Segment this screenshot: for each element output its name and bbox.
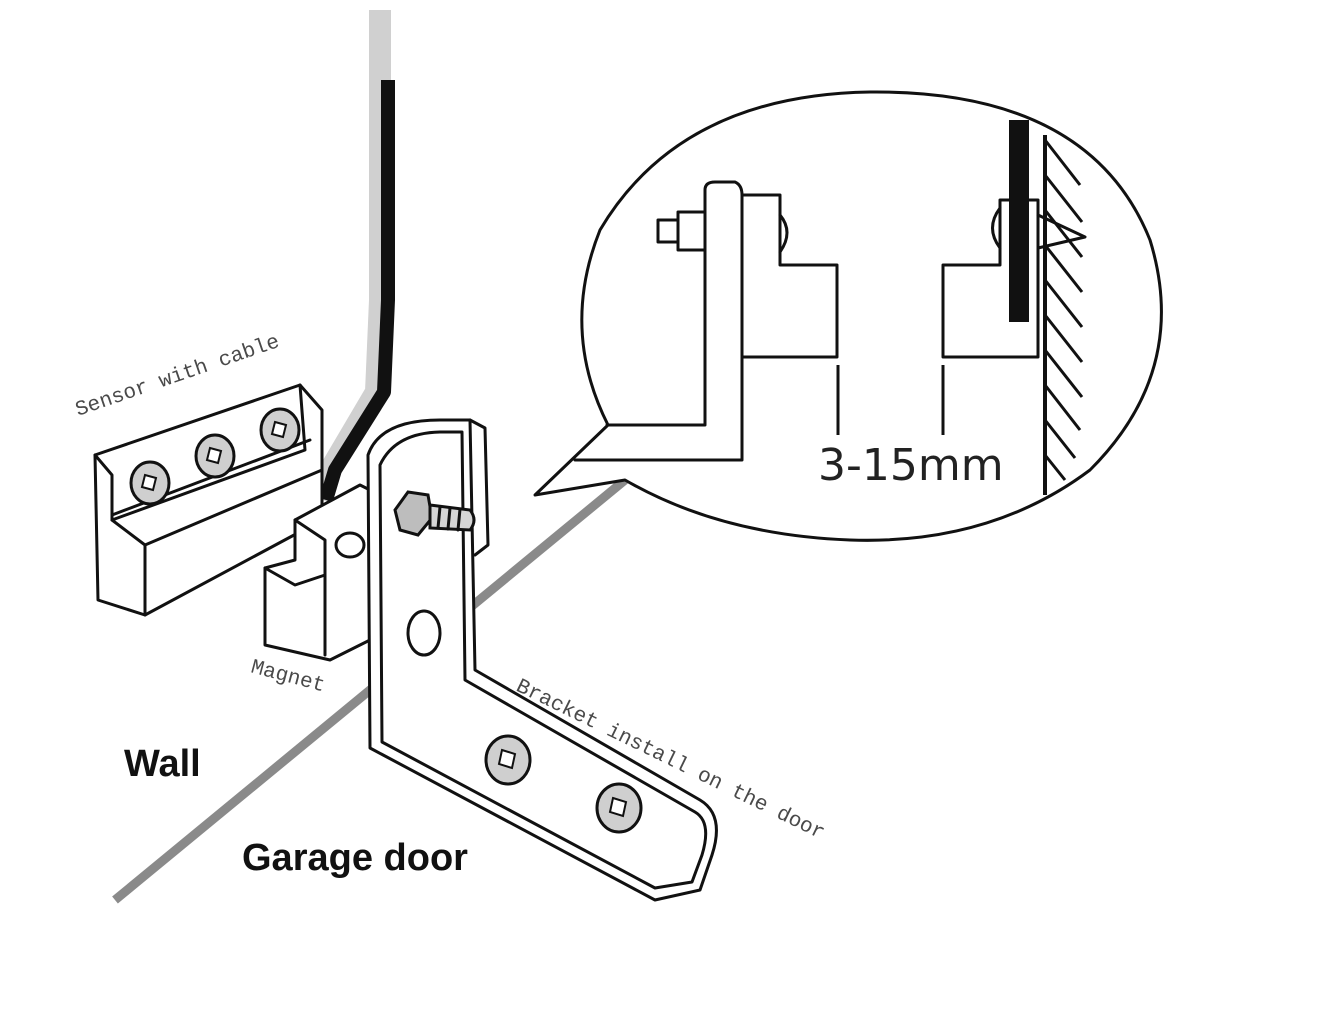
- sensor-block: [93, 383, 324, 617]
- gap-dimension-label: 3-15mm: [818, 440, 1004, 491]
- sensor-screw-3: [259, 407, 301, 453]
- bracket-bolt: [393, 490, 476, 537]
- door-bracket: [366, 418, 718, 902]
- garage-door-label: Garage door: [242, 837, 468, 879]
- sensor-screw-2: [194, 433, 236, 479]
- magnet-label: Magnet: [248, 657, 327, 699]
- bracket-screw-2: [595, 782, 643, 834]
- sensor-screw-1: [129, 460, 171, 506]
- bracket-screw-1: [484, 734, 532, 786]
- sensor-cable: [311, 10, 395, 503]
- wall-label: Wall: [124, 743, 201, 785]
- wall-hatching: [1043, 139, 1084, 481]
- detail-callout: [533, 90, 1163, 542]
